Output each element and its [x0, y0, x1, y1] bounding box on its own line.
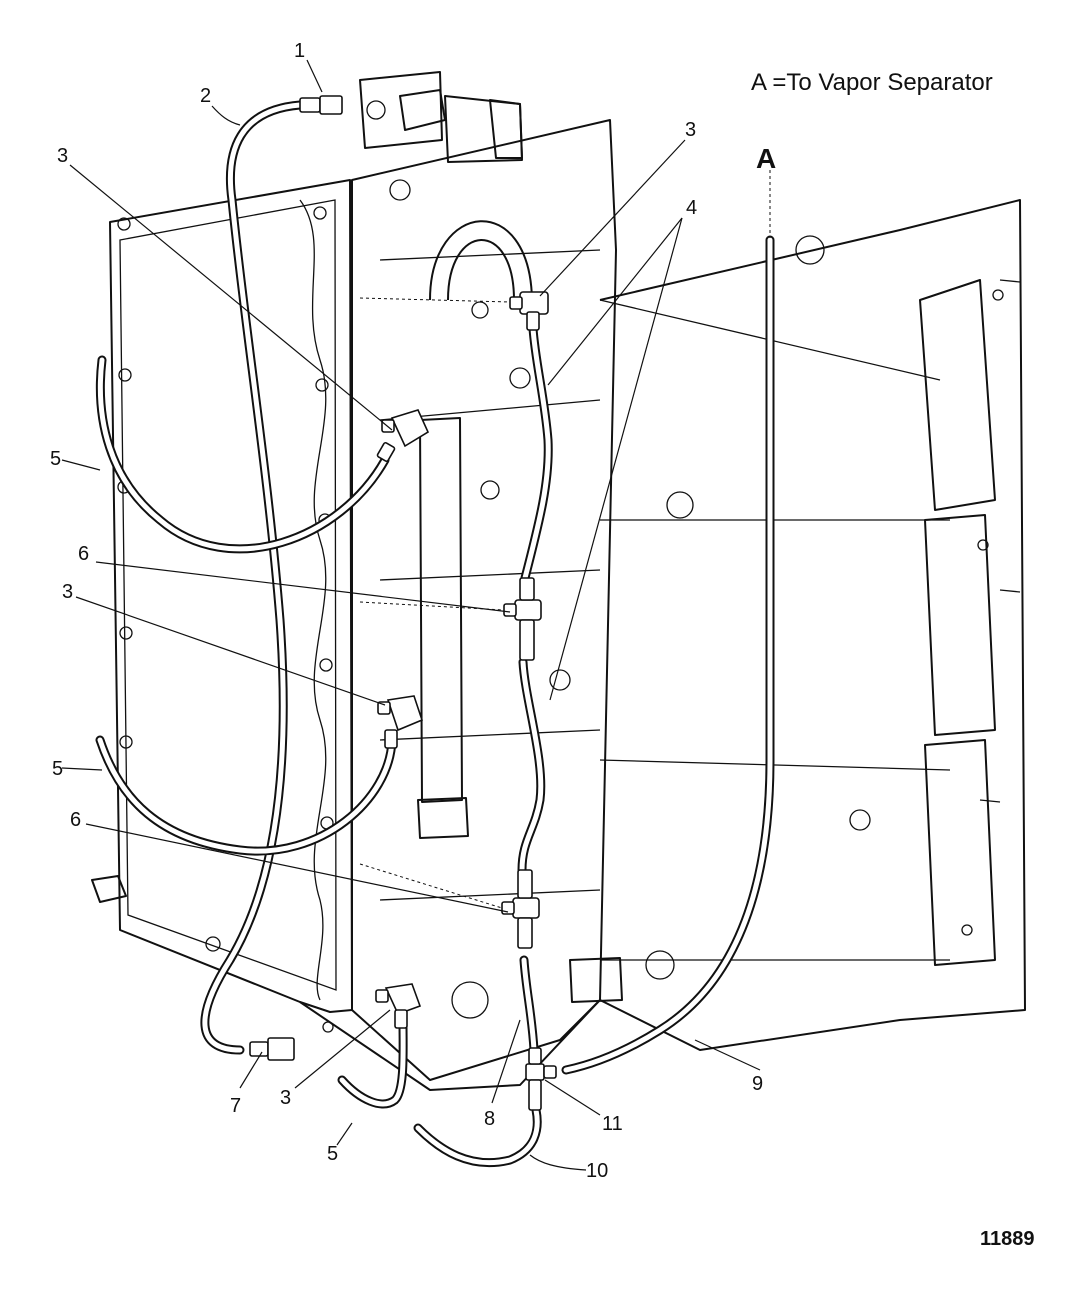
callout-2: 2 — [200, 85, 211, 107]
callout-6-upper: 6 — [78, 543, 89, 565]
leader-lines — [61, 59, 771, 1171]
callout-9: 9 — [752, 1073, 763, 1095]
fittings — [249, 95, 557, 1111]
figure-number: 11889 — [980, 1228, 1035, 1250]
callout-11: 11 — [602, 1113, 623, 1135]
callout-3-upper-right: 3 — [685, 119, 696, 141]
callout-1: 1 — [294, 40, 305, 62]
legend-text: A =To Vapor Separator — [751, 69, 993, 96]
callout-6-lower: 6 — [70, 809, 81, 831]
callout-10: 10 — [586, 1160, 608, 1182]
reference-letter-a: A — [756, 143, 776, 174]
hoses — [95, 100, 775, 1168]
callout-8: 8 — [484, 1108, 495, 1130]
callout-5-bottom: 5 — [327, 1143, 338, 1165]
callout-3-bottom: 3 — [280, 1087, 291, 1109]
callout-3-middle: 3 — [62, 581, 73, 603]
callout-5-middle: 5 — [52, 758, 63, 780]
engine-block — [91, 71, 1026, 1091]
callout-7: 7 — [230, 1095, 241, 1117]
callout-5-upper: 5 — [50, 448, 61, 470]
callout-3-upper-left: 3 — [57, 145, 68, 167]
callout-4: 4 — [686, 197, 697, 219]
callouts: 1 2 3 3 4 5 6 3 5 6 7 3 5 8 11 10 9 — [50, 40, 763, 1182]
